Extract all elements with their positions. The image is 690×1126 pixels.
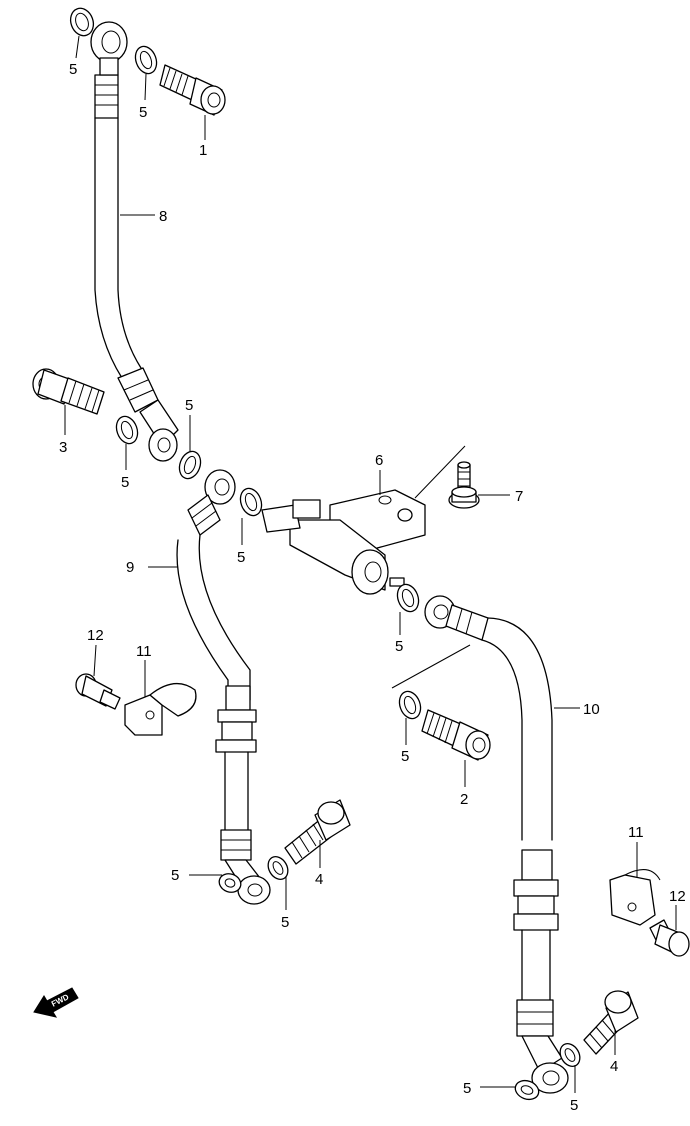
brake-hose-9: [176, 469, 271, 905]
callout-3: 3: [59, 439, 67, 456]
union-bolt-3: [32, 368, 105, 415]
callout-9: 9: [126, 559, 134, 576]
union-bolt-4-left: [284, 799, 351, 865]
forward-direction-arrow-icon: FWD: [33, 987, 79, 1018]
union-bolt-4-right: [583, 990, 639, 1055]
callout-5: 5: [570, 1097, 578, 1114]
callout-10: 10: [583, 701, 600, 718]
bolt-12-right: [649, 919, 690, 957]
callout-numbers: 5 5 1 8 3 5 5 6 7 5 9 12 11 5 10 5 2 4 5…: [59, 61, 686, 1114]
callout-11: 11: [136, 643, 152, 660]
brake-hose-8: [90, 21, 179, 462]
callout-6: 6: [375, 452, 383, 469]
callout-11: 11: [628, 824, 644, 841]
callout-5: 5: [237, 549, 245, 566]
callout-4: 4: [315, 871, 323, 888]
callout-5: 5: [69, 61, 77, 78]
callout-12: 12: [87, 627, 104, 644]
bolt-7: [448, 461, 480, 509]
callout-5: 5: [395, 638, 403, 655]
callout-5: 5: [121, 474, 129, 491]
callout-5: 5: [185, 397, 193, 414]
callout-4: 4: [610, 1058, 618, 1075]
union-bolt-2: [421, 709, 491, 761]
brake-hose-10: [424, 595, 569, 1094]
callout-5: 5: [463, 1080, 471, 1097]
union-bolt-1: [159, 64, 226, 116]
callout-5: 5: [139, 104, 147, 121]
bolt-12-left: [75, 673, 121, 710]
callout-5: 5: [171, 867, 179, 884]
gasket-5: [69, 7, 581, 1101]
callout-1: 1: [199, 142, 207, 159]
callout-7: 7: [515, 488, 523, 505]
hose-clamp-11-left: [124, 683, 197, 736]
callout-5: 5: [401, 748, 409, 765]
three-way-joint-6: [261, 489, 426, 595]
leader-lines: [64, 35, 677, 1093]
callout-2: 2: [460, 791, 468, 808]
callout-12: 12: [669, 888, 686, 905]
callout-8: 8: [159, 208, 167, 225]
callout-5: 5: [281, 914, 289, 931]
hose-clamp-11-right: [609, 869, 661, 926]
